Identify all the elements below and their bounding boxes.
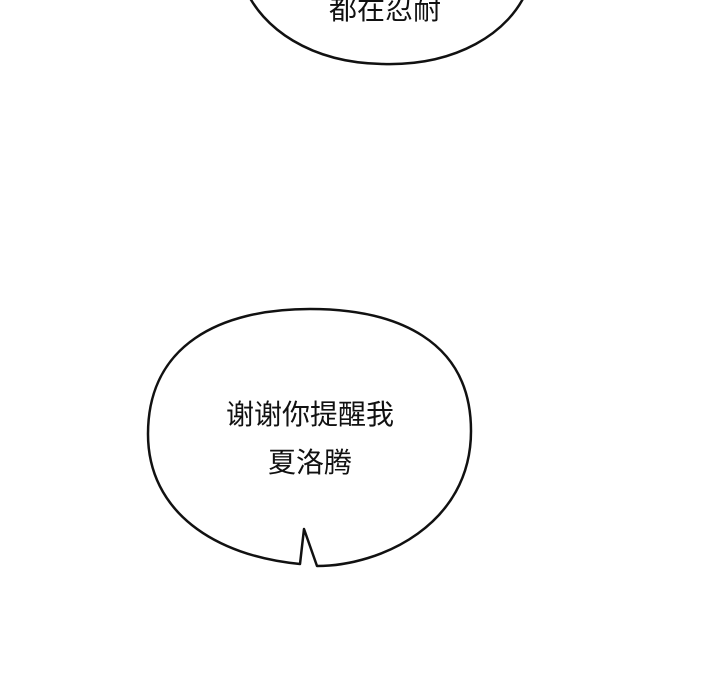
speech-bubble-top: 都在忍耐: [249, 0, 524, 66]
speech-bubble-bottom-line-1: 谢谢你提醒我: [226, 398, 394, 431]
speech-bubble-top-outline: [249, 0, 524, 66]
speech-bubble-bottom-outline: [146, 307, 473, 568]
speech-bubble-bottom-line-2: 夏洛腾: [268, 446, 352, 479]
speech-bubble-top-line-1: 都在忍耐: [329, 0, 441, 26]
speech-bubble-bottom: 谢谢你提醒我 夏洛腾: [146, 307, 473, 568]
